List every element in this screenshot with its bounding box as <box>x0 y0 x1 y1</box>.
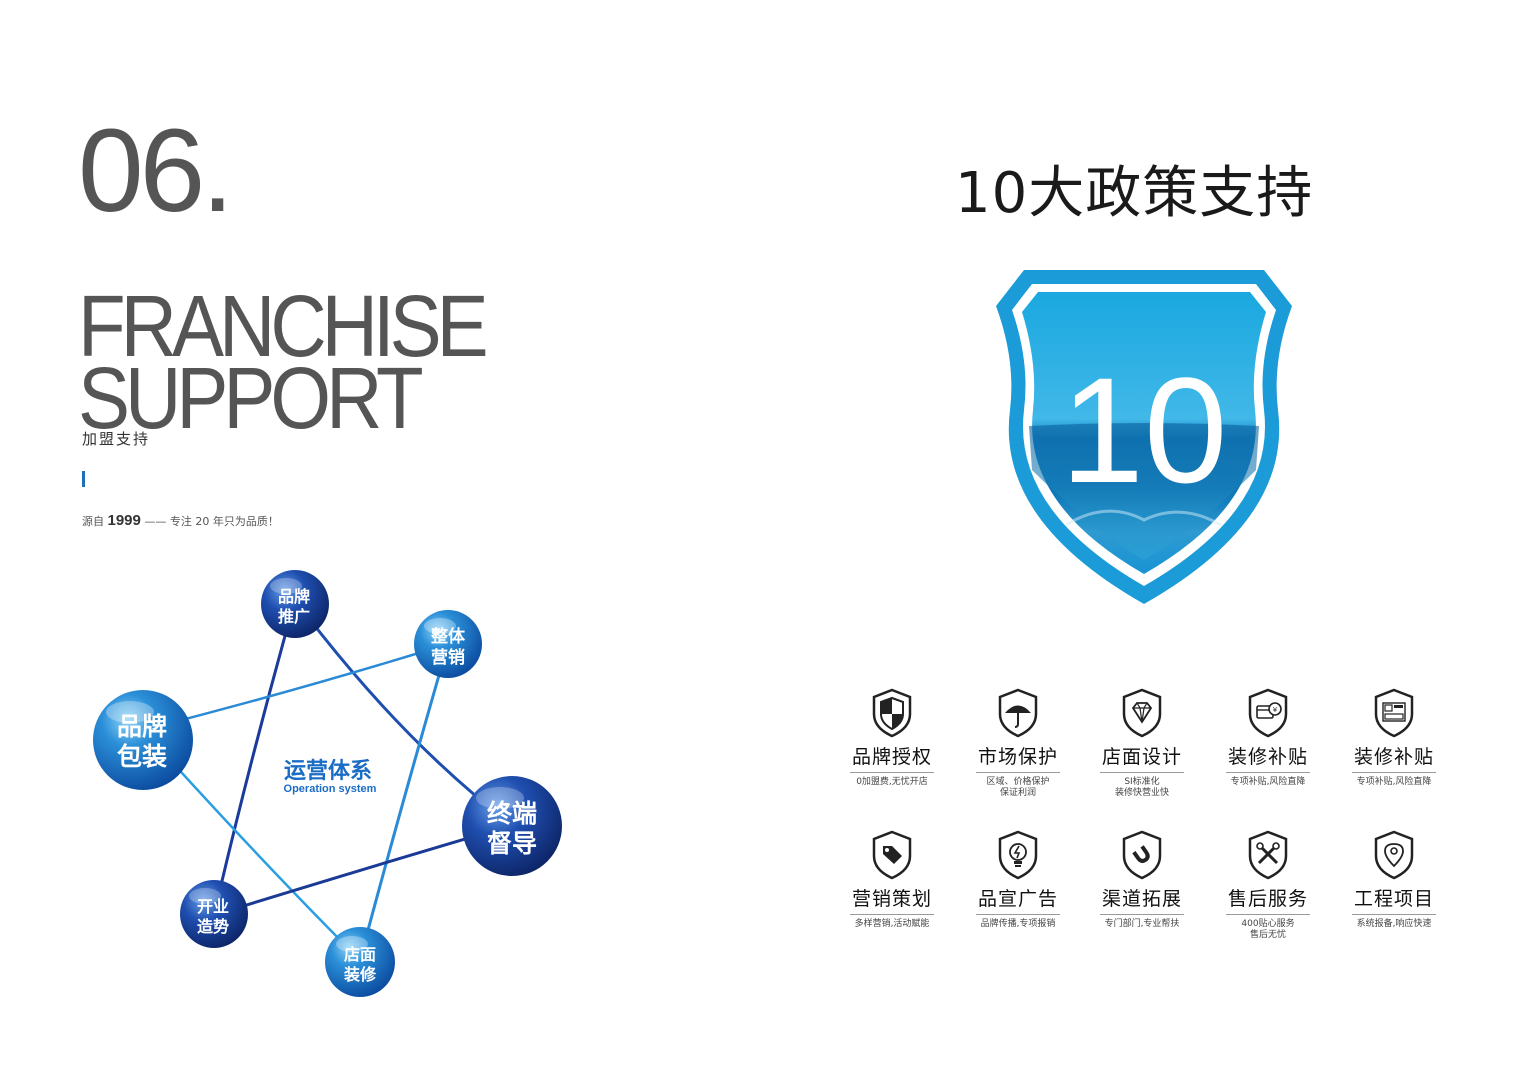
tagline-suffix: —— 专注 20 年只为品质！ <box>144 515 279 528</box>
policy-divider <box>1226 772 1310 773</box>
policy-desc: 区域、价格保护 保证利润 <box>986 777 1050 798</box>
policy-item: 品宣广告 品牌传播,专项报销 <box>954 830 1082 930</box>
policy-item: 装修补贴 专项补贴,风险直降 <box>1330 688 1458 788</box>
policy-divider <box>1226 914 1310 915</box>
policy-desc: 0加盟费,无忧开店 <box>856 777 928 787</box>
policy-divider <box>850 772 934 773</box>
tag-icon <box>872 830 912 880</box>
headline-line2: SUPPORT <box>78 348 424 447</box>
policy-desc: 400贴心服务 售后无忧 <box>1241 919 1295 940</box>
headline: FRANCHISE SUPPORT <box>78 276 489 447</box>
svg-text:¥: ¥ <box>1273 706 1278 714</box>
operation-system-diagram: 运营体系 Operation system 品牌 推广 整体 营销 品牌 包装 … <box>93 570 562 997</box>
magnet-icon <box>1122 830 1162 880</box>
policy-title: 装修补贴 <box>1353 746 1434 768</box>
policy-title: 市场保护 <box>977 746 1058 768</box>
policy-item: 店面设计 SI标准化 装修快营业快 <box>1078 688 1206 799</box>
node-label: 营销 <box>431 647 465 668</box>
center-label-en: Operation system <box>284 783 377 795</box>
policy-divider <box>1352 914 1436 915</box>
policy-divider <box>1100 772 1184 773</box>
node-opening-promotion: 开业 造势 <box>180 880 248 948</box>
policy-desc: 专项补贴,风险直降 <box>1230 777 1306 787</box>
umbrella-icon <box>998 688 1038 738</box>
node-brand-packaging: 品牌 包装 <box>93 690 193 790</box>
policy-desc: 品牌传播,专项报销 <box>980 919 1056 929</box>
lightbulb-icon <box>998 830 1038 880</box>
policy-grid: 品牌授权 0加盟费,无忧开店 市场保护 区域、价格保护 保证利润 店面设计 SI… <box>828 688 1468 958</box>
policy-title: 渠道拓展 <box>1101 888 1182 910</box>
policy-desc: 专门部门,专业帮扶 <box>1104 919 1180 929</box>
shield-emblem: 10 <box>996 270 1292 604</box>
policy-desc: 多样营销,活动赋能 <box>854 919 930 929</box>
policy-item: 售后服务 400贴心服务 售后无忧 <box>1204 830 1332 941</box>
policy-title: 售后服务 <box>1227 888 1308 910</box>
node-label: 店面 <box>344 945 376 964</box>
node-integrated-marketing: 整体 营销 <box>414 610 482 678</box>
node-label: 终端 <box>487 799 537 828</box>
policy-desc: SI标准化 装修快营业快 <box>1114 777 1169 798</box>
policy-divider <box>976 914 1060 915</box>
node-label: 造势 <box>197 917 229 936</box>
policy-item: 渠道拓展 专门部门,专业帮扶 <box>1078 830 1206 930</box>
connection-line <box>358 643 450 961</box>
center-label-cn: 运营体系 <box>284 759 372 784</box>
tagline-year: 1999 <box>107 512 141 529</box>
tagline-prefix: 源自 <box>82 515 104 528</box>
policy-divider <box>1352 772 1436 773</box>
policy-desc: 系统报备,响应快速 <box>1356 919 1432 929</box>
policy-item: 工程项目 系统报备,响应快速 <box>1330 830 1458 930</box>
policy-item: 市场保护 区域、价格保护 保证利润 <box>954 688 1082 799</box>
connection-line <box>142 642 449 732</box>
location-pin-icon <box>1374 830 1414 880</box>
node-terminal-supervision: 终端 督导 <box>462 776 562 876</box>
node-label: 装修 <box>343 965 377 984</box>
tagline: 源自 1999 —— 专注 20 年只为品质！ <box>82 512 279 529</box>
node-label: 整体 <box>431 626 466 647</box>
tools-icon <box>1248 830 1288 880</box>
policy-item: ¥ 装修补贴 专项补贴,风险直降 <box>1204 688 1332 788</box>
chapter-number: 06. <box>78 105 234 237</box>
connection-line <box>212 599 297 916</box>
policy-item: 品牌授权 0加盟费,无忧开店 <box>828 688 956 788</box>
policy-desc: 专项补贴,风险直降 <box>1356 777 1432 787</box>
policy-item: 营销策划 多样营销,活动赋能 <box>828 830 956 930</box>
node-label: 品牌 <box>278 587 310 606</box>
node-label: 品牌 <box>117 712 167 741</box>
policy-title: 品牌授权 <box>851 746 932 768</box>
policy-title: 店面设计 <box>1101 746 1182 768</box>
policy-title: 装修补贴 <box>1227 746 1308 768</box>
diamond-icon <box>1122 688 1162 738</box>
money-card-icon: ¥ <box>1248 688 1288 738</box>
node-label: 包装 <box>117 742 167 771</box>
policy-divider <box>1100 914 1184 915</box>
page-title: 10大政策支持 <box>955 161 1314 226</box>
node-label: 开业 <box>197 897 229 916</box>
node-brand-promotion: 品牌 推广 <box>261 570 329 638</box>
node-label: 督导 <box>487 829 537 858</box>
policy-title: 品宣广告 <box>977 888 1058 910</box>
subheading: 加盟支持 <box>82 430 151 448</box>
policy-divider <box>850 914 934 915</box>
headline-line1: FRANCHISE <box>78 276 489 376</box>
node-label: 推广 <box>278 607 310 626</box>
accent-bar <box>82 471 85 487</box>
policy-title: 营销策划 <box>851 888 932 910</box>
node-store-decoration: 店面 装修 <box>325 927 395 997</box>
store-layout-icon <box>1374 688 1414 738</box>
policy-divider <box>976 772 1060 773</box>
shield-half-icon <box>872 688 912 738</box>
shield-number: 10 <box>1061 346 1228 514</box>
policy-title: 工程项目 <box>1353 888 1434 910</box>
